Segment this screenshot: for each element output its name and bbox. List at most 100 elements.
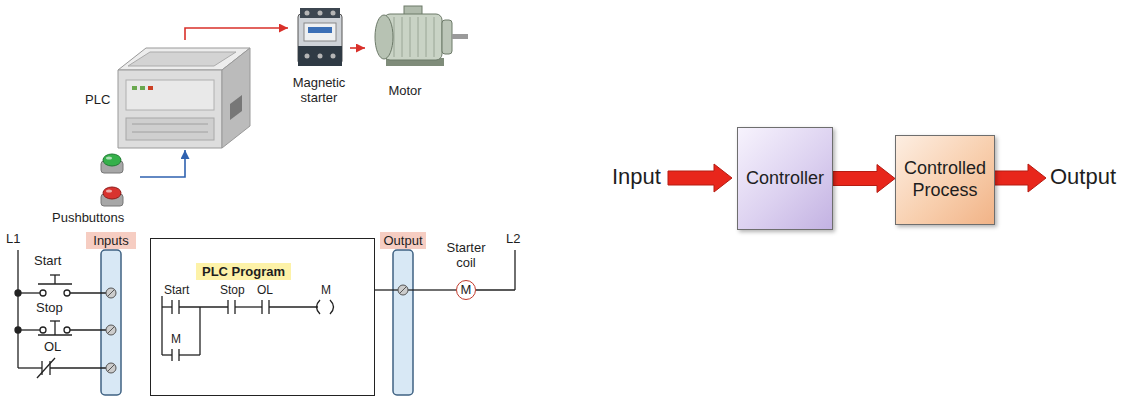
control-wire: [185, 28, 288, 40]
pushbutton-illustration: [106, 156, 112, 159]
coil-wiring: [438, 289, 456, 290]
contactor-illustration: [318, 11, 323, 16]
pushbutton-illustration: [103, 154, 121, 166]
contactor-illustration: [318, 54, 323, 59]
screw-terminal: [106, 325, 116, 335]
node-label: Motor: [375, 83, 435, 98]
node-label: Magnetic starter: [288, 75, 350, 105]
output-terminal-strip: [380, 289, 398, 290]
screw-terminal: [108, 327, 115, 334]
contactor-illustration: [304, 23, 336, 41]
ladder-rung: [179, 306, 228, 307]
output-terminal-strip: [400, 287, 407, 294]
contact-label: Start: [164, 284, 189, 298]
motor-illustration: [418, 17, 419, 57]
process-box: Controlled Process: [895, 135, 995, 225]
ladder-rung: [171, 349, 172, 361]
field-wiring: [15, 327, 21, 333]
motor-illustration: [410, 17, 411, 57]
field-wiring: [64, 290, 70, 296]
motor-illustration: [442, 20, 452, 54]
contactor-illustration: [300, 8, 340, 18]
contact-label: OL: [257, 284, 273, 298]
plc-illustration: [132, 124, 208, 125]
contactor-illustration: [331, 54, 336, 59]
plc-program-box: PLC Program: [150, 238, 375, 396]
pushbutton-station: Pushbuttons: [50, 150, 140, 228]
ladder-rung: [179, 354, 200, 355]
screw-terminal: [108, 365, 115, 372]
motor-illustration: [394, 17, 395, 57]
screw-terminal: [106, 288, 116, 373]
screw-terminal: [106, 288, 116, 298]
block-arrow: [668, 164, 732, 192]
motor-illustration: [426, 17, 427, 57]
ladder-rung: [261, 300, 262, 314]
motor-illustration: [375, 6, 468, 66]
output-terminal-strip: [393, 250, 413, 395]
output-wire: [375, 289, 380, 290]
output-terminal-strip: [380, 250, 426, 395]
field-wiring: [54, 275, 55, 284]
field-wiring: [40, 327, 46, 333]
ladder-rung: [161, 296, 162, 355]
field-wiring: [15, 250, 106, 378]
field-wiring: [70, 329, 106, 330]
block-label: Output: [1050, 164, 1116, 189]
node-label: Pushbuttons: [52, 210, 140, 225]
screw-terminal: [106, 363, 116, 373]
contactor-illustration: [298, 8, 342, 66]
output-module: Output: [380, 232, 426, 396]
field-wiring: [64, 327, 70, 333]
field-wiring: [18, 367, 42, 368]
block-arrow: [992, 164, 1046, 192]
plc-illustration: [118, 48, 250, 148]
switch-label: Stop: [36, 301, 63, 316]
power-wire: [350, 47, 365, 49]
ladder-rung: [227, 300, 228, 314]
field-wiring: [40, 290, 46, 296]
node-label: Inputs: [86, 232, 136, 249]
node-label: Controller: [742, 168, 828, 190]
contactor-illustration: [298, 46, 342, 66]
field-wiring: [50, 274, 60, 275]
plc-illustration: [126, 80, 214, 110]
contactor-illustration: [305, 11, 310, 16]
output-terminal-strip: [398, 285, 408, 295]
signal-arrow: [833, 165, 895, 193]
field-wiring: [50, 367, 106, 368]
starter-coil: Starter coilM: [438, 240, 494, 302]
screw-terminal: [108, 290, 115, 297]
output-terminal-strip: [408, 289, 426, 290]
ladder-rung: [235, 306, 262, 307]
field-wiring: [54, 321, 55, 335]
motor: Motor: [365, 5, 475, 103]
motor-illustration: [375, 15, 393, 59]
ladder-rung: [171, 300, 172, 314]
input-module: Inputs: [86, 232, 136, 396]
field-wiring: [50, 320, 60, 321]
switch-label: OL: [44, 340, 61, 355]
contactor-illustration: [298, 14, 342, 64]
ladder-rung: [162, 354, 172, 355]
input-terminal-strip: [101, 250, 121, 395]
magnetic-starter: Magnetic starter: [288, 5, 350, 113]
field-wiring: [17, 250, 18, 368]
input-terminal-strip: [101, 250, 121, 395]
coil-wiring: [438, 250, 515, 290]
contactor-illustration: [305, 54, 310, 59]
contact-label: M: [171, 333, 181, 347]
ladder-rung: [162, 306, 172, 307]
motor-illustration: [452, 34, 468, 39]
node-label: PLC: [85, 92, 119, 107]
plc-illustration: [230, 95, 242, 120]
coil-wiring: [476, 289, 515, 290]
plc-illustration: [148, 86, 153, 90]
pushbutton-illustration: [106, 189, 112, 192]
plc-illustration: [126, 118, 214, 140]
plc-illustration: [222, 48, 250, 148]
ladder-rung: [162, 296, 334, 361]
pushbutton-illustration: [103, 187, 121, 199]
ladder-rung: [199, 307, 200, 355]
